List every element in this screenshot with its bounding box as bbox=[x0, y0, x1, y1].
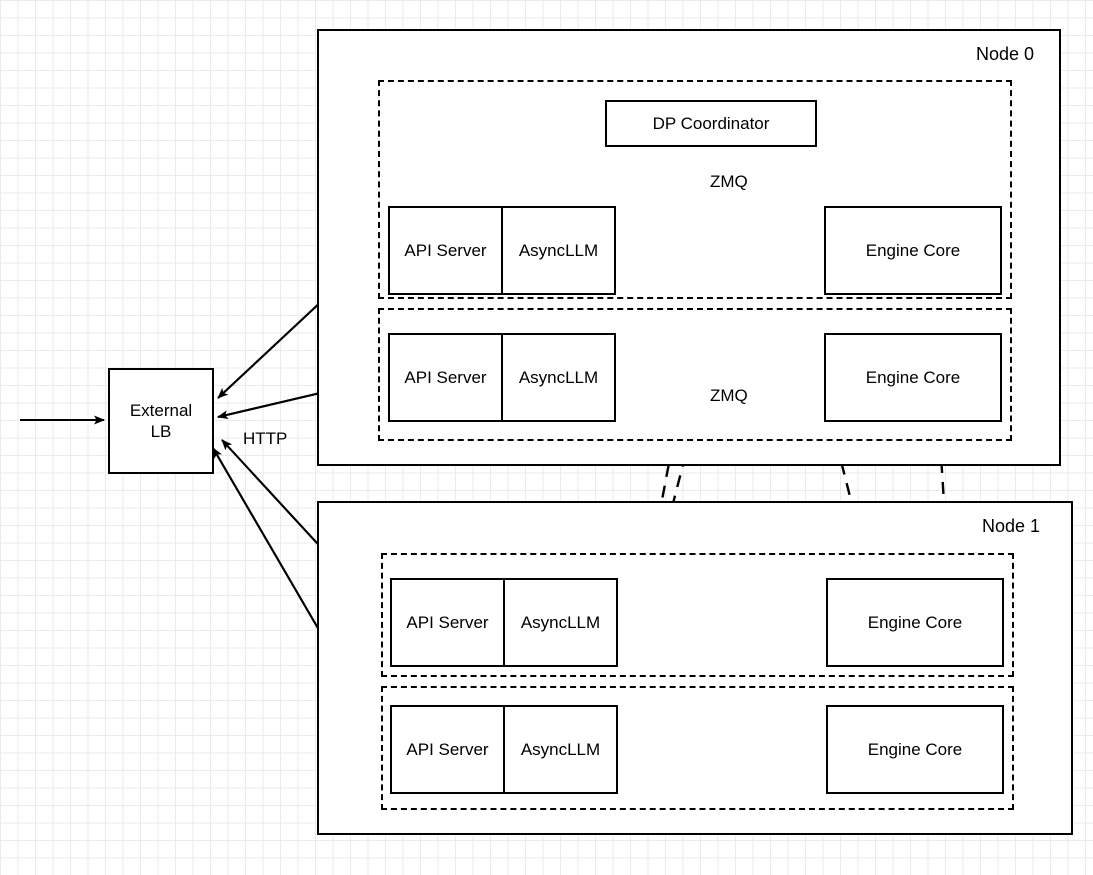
engine-core-label: Engine Core bbox=[867, 612, 963, 632]
node-0-group-2-engine[interactable]: Engine Core bbox=[824, 333, 1002, 422]
node-0-group-1-server[interactable]: API Server AsyncLLM bbox=[388, 206, 616, 295]
asyncllm-label: AsyncLLM bbox=[520, 739, 601, 759]
external-lb-label-line2: LB bbox=[150, 422, 172, 441]
external-lb-box[interactable]: External LB bbox=[108, 368, 214, 474]
api-server-label: API Server bbox=[390, 335, 503, 420]
node-1-group-2-engine[interactable]: Engine Core bbox=[826, 705, 1004, 794]
node-0-group-1 bbox=[378, 80, 1012, 299]
external-lb-label-line1: External bbox=[129, 400, 193, 420]
node-0-title: Node 0 bbox=[976, 44, 1035, 64]
engine-core-label: Engine Core bbox=[865, 240, 961, 260]
dp-coordinator-box[interactable]: DP Coordinator bbox=[605, 100, 817, 147]
node-1-group-2-server[interactable]: API Server AsyncLLM bbox=[390, 705, 618, 794]
node-0-group-2 bbox=[378, 308, 1012, 441]
node-0-group-2-zmq-label: ZMQ bbox=[710, 386, 748, 405]
node-1-group-1-engine[interactable]: Engine Core bbox=[826, 578, 1004, 667]
api-server-label: API Server bbox=[392, 707, 505, 792]
node-0-group-1-engine[interactable]: Engine Core bbox=[824, 206, 1002, 295]
api-server-label: API Server bbox=[392, 580, 505, 665]
node-1-group-2 bbox=[381, 686, 1014, 810]
engine-core-label: Engine Core bbox=[867, 739, 963, 759]
dp-coordinator-label: DP Coordinator bbox=[652, 113, 770, 133]
node-0-group-2-server[interactable]: API Server AsyncLLM bbox=[388, 333, 616, 422]
asyncllm-label: AsyncLLM bbox=[518, 367, 599, 387]
asyncllm-label: AsyncLLM bbox=[518, 240, 599, 260]
node-1-title: Node 1 bbox=[982, 516, 1041, 536]
api-server-label: API Server bbox=[390, 208, 503, 293]
asyncllm-label: AsyncLLM bbox=[520, 612, 601, 632]
node-0-group-1-zmq-label: ZMQ bbox=[710, 172, 748, 191]
node-1-group-1 bbox=[381, 553, 1014, 677]
engine-core-label: Engine Core bbox=[865, 367, 961, 387]
node-1-group-1-server[interactable]: API Server AsyncLLM bbox=[390, 578, 618, 667]
http-label: HTTP bbox=[243, 429, 288, 448]
